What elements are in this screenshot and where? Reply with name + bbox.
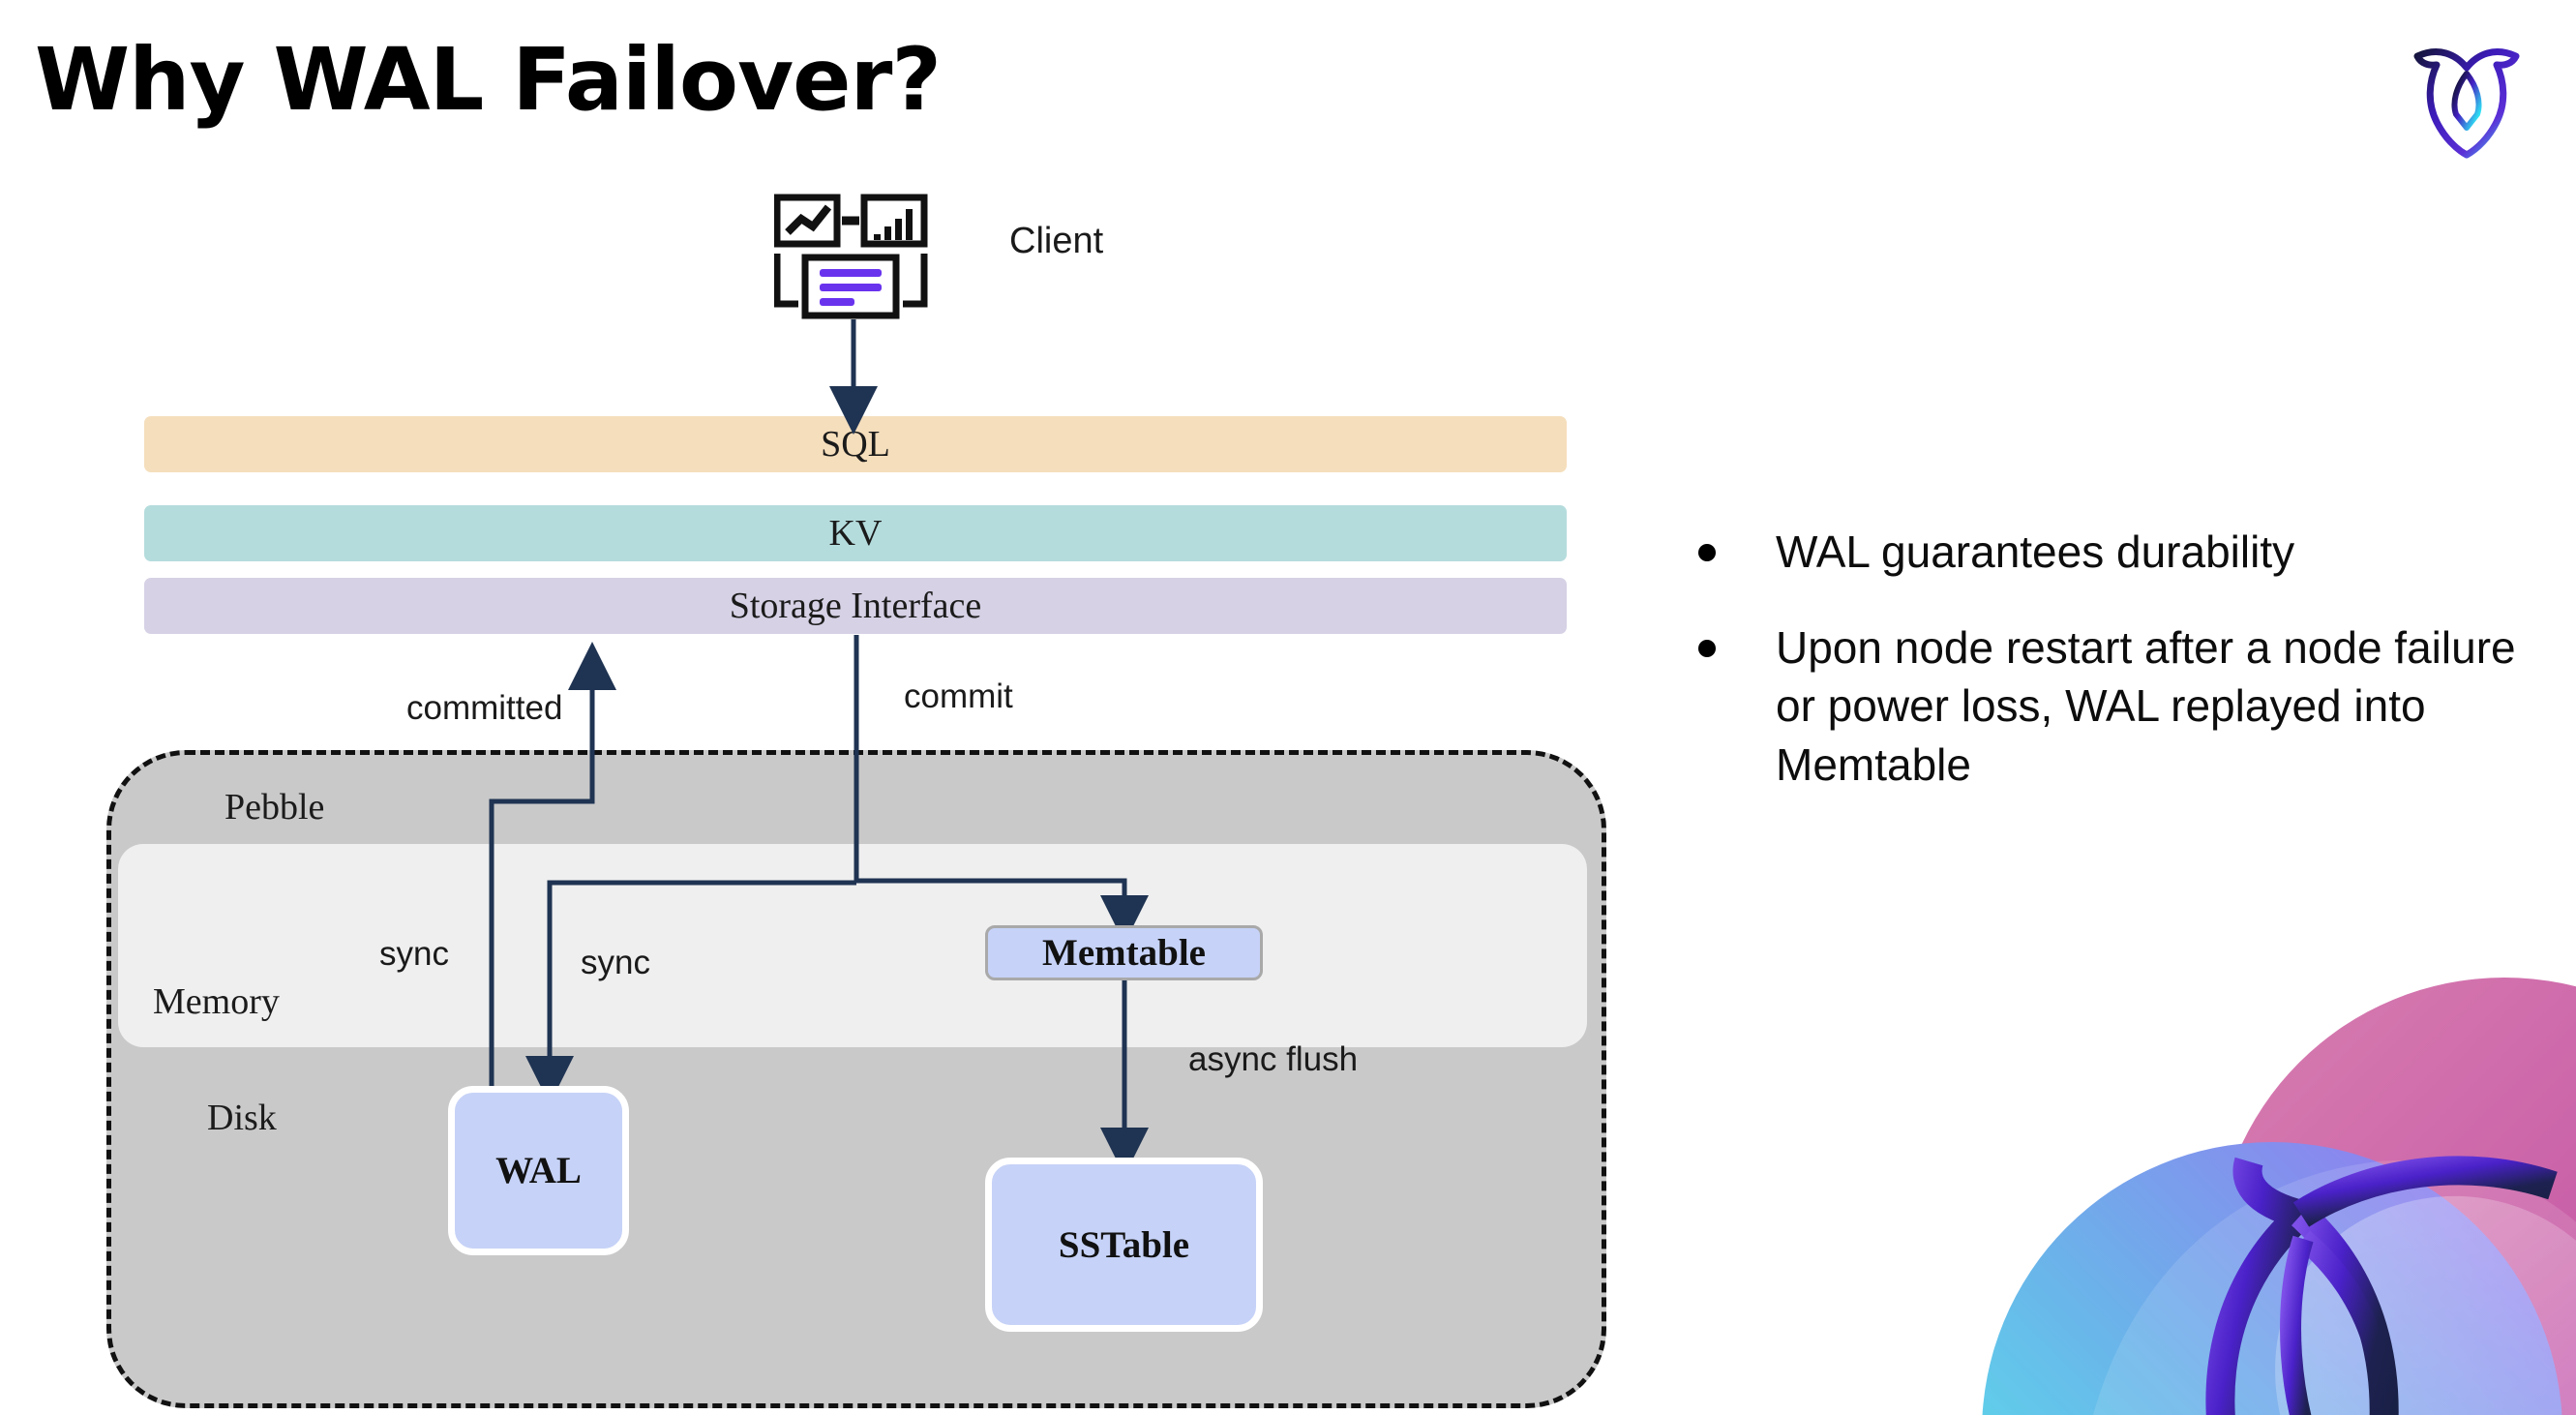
bullet-dot-icon bbox=[1698, 639, 1716, 657]
page-title: Why WAL Failover? bbox=[35, 29, 942, 130]
client-label: Client bbox=[1009, 221, 1104, 261]
edge-label-sync-down: sync bbox=[581, 944, 650, 981]
layer-bar-kv: KV bbox=[144, 505, 1567, 561]
bullet-dot-icon bbox=[1698, 544, 1716, 561]
memory-region bbox=[118, 844, 1587, 1047]
edge-label-async-flush: async flush bbox=[1188, 1040, 1359, 1078]
disk-label: Disk bbox=[207, 1098, 277, 1138]
bullet-text: WAL guarantees durability bbox=[1776, 527, 2295, 577]
list-item: Upon node restart after a node failure o… bbox=[1698, 618, 2531, 795]
bullet-list: WAL guarantees durability Upon node rest… bbox=[1698, 523, 2531, 831]
node-wal-label: WAL bbox=[495, 1150, 582, 1191]
layer-bar-kv-label: KV bbox=[828, 513, 883, 554]
edge-label-sync-up: sync bbox=[379, 935, 449, 973]
node-wal[interactable]: WAL bbox=[448, 1086, 629, 1255]
memory-label: Memory bbox=[153, 981, 280, 1022]
cockroachdb-decorative-art bbox=[1982, 978, 2576, 1415]
edge-label-commit: commit bbox=[904, 677, 1013, 715]
node-memtable-label: Memtable bbox=[1042, 932, 1206, 974]
node-sstable[interactable]: SSTable bbox=[985, 1158, 1263, 1332]
layer-bar-sql: SQL bbox=[144, 416, 1567, 472]
client-dashboard-icon bbox=[774, 194, 928, 319]
edge-label-committed: committed bbox=[406, 689, 563, 727]
node-memtable[interactable]: Memtable bbox=[985, 925, 1263, 980]
list-item: WAL guarantees durability bbox=[1698, 523, 2531, 582]
cockroachdb-logo-icon bbox=[2413, 48, 2520, 159]
pebble-label: Pebble bbox=[225, 787, 325, 828]
layer-bar-storage-interface: Storage Interface bbox=[144, 578, 1567, 634]
bullet-text: Upon node restart after a node failure o… bbox=[1776, 621, 2516, 791]
layer-bar-storage-interface-label: Storage Interface bbox=[729, 586, 982, 626]
node-sstable-label: SSTable bbox=[1058, 1223, 1190, 1266]
layer-bar-sql-label: SQL bbox=[821, 424, 890, 465]
